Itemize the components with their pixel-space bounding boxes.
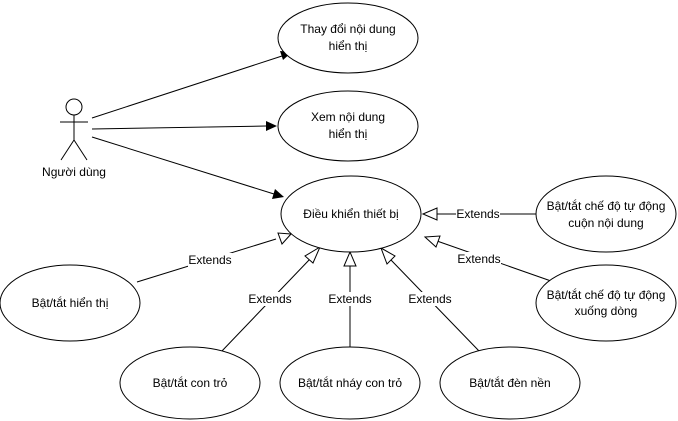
svg-text:Bật/tắt hiển thị: Bật/tắt hiển thị	[32, 295, 109, 310]
extend-label: Extends	[457, 252, 500, 266]
actor-nguoi-dung[interactable]: Người dùng	[42, 98, 106, 179]
usecase-view-content[interactable]: Xem nội dung hiển thị	[277, 90, 419, 162]
svg-text:xuống dòng: xuống dòng	[575, 304, 638, 318]
extend-toggle-display: Extends	[136, 232, 293, 283]
svg-text:hiển thị: hiển thị	[329, 127, 368, 141]
svg-text:Điều khiển thiết bị: Điều khiển thiết bị	[303, 207, 398, 221]
usecase-auto-scroll[interactable]: Bật/tắt chế độ tự động cuộn nội dung	[535, 175, 677, 253]
actor-label: Người dùng	[42, 165, 106, 179]
extend-label: Extends	[248, 292, 291, 306]
extend-auto-scroll: Extends	[421, 207, 537, 221]
association-control-device	[91, 136, 284, 199]
extend-label: Extends	[456, 207, 499, 221]
svg-text:Xem nội dung: Xem nội dung	[311, 110, 385, 124]
actor-head-icon	[65, 98, 83, 116]
extend-toggle-cursor: Extends	[220, 245, 322, 353]
svg-text:hiển thị: hiển thị	[329, 39, 368, 53]
extend-label: Extends	[408, 292, 451, 306]
usecase-toggle-blink[interactable]: Bật/tắt nháy con trỏ	[279, 346, 421, 420]
extend-toggle-backlight: Extends	[380, 246, 481, 353]
extend-auto-wrap: Extends	[423, 235, 552, 282]
association-view-content	[91, 121, 277, 131]
extend-toggle-blink: Extends	[328, 250, 372, 357]
svg-text:Bật/tắt chế độ tự động: Bật/tắt chế độ tự động	[547, 287, 666, 302]
usecase-auto-wrap[interactable]: Bật/tắt chế độ tự động xuống dòng	[535, 264, 677, 342]
svg-text:Bật/tắt chế độ tự động: Bật/tắt chế độ tự động	[547, 198, 666, 213]
usecase-toggle-cursor[interactable]: Bật/tắt con trỏ	[119, 346, 261, 420]
association-change-display	[91, 51, 292, 119]
svg-text:cuộn nội dung: cuộn nội dung	[568, 216, 643, 230]
svg-text:Bật/tắt con trỏ: Bật/tắt con trỏ	[153, 375, 228, 390]
usecase-change-display[interactable]: Thay đổi nội dung hiển thị	[277, 2, 419, 74]
extend-label: Extends	[328, 292, 371, 306]
svg-text:Bật/tắt đèn nền: Bật/tắt đèn nền	[469, 375, 550, 390]
usecase-toggle-backlight[interactable]: Bật/tắt đèn nền	[439, 346, 581, 420]
svg-text:Thay đổi nội dung: Thay đổi nội dung	[300, 22, 395, 36]
extend-label: Extends	[188, 253, 231, 267]
usecase-toggle-display[interactable]: Bật/tắt hiển thị	[0, 264, 141, 342]
svg-text:Bật/tắt nháy con trỏ: Bật/tắt nháy con trỏ	[298, 375, 402, 390]
usecase-control-device[interactable]: Điều khiển thiết bị	[280, 175, 422, 253]
